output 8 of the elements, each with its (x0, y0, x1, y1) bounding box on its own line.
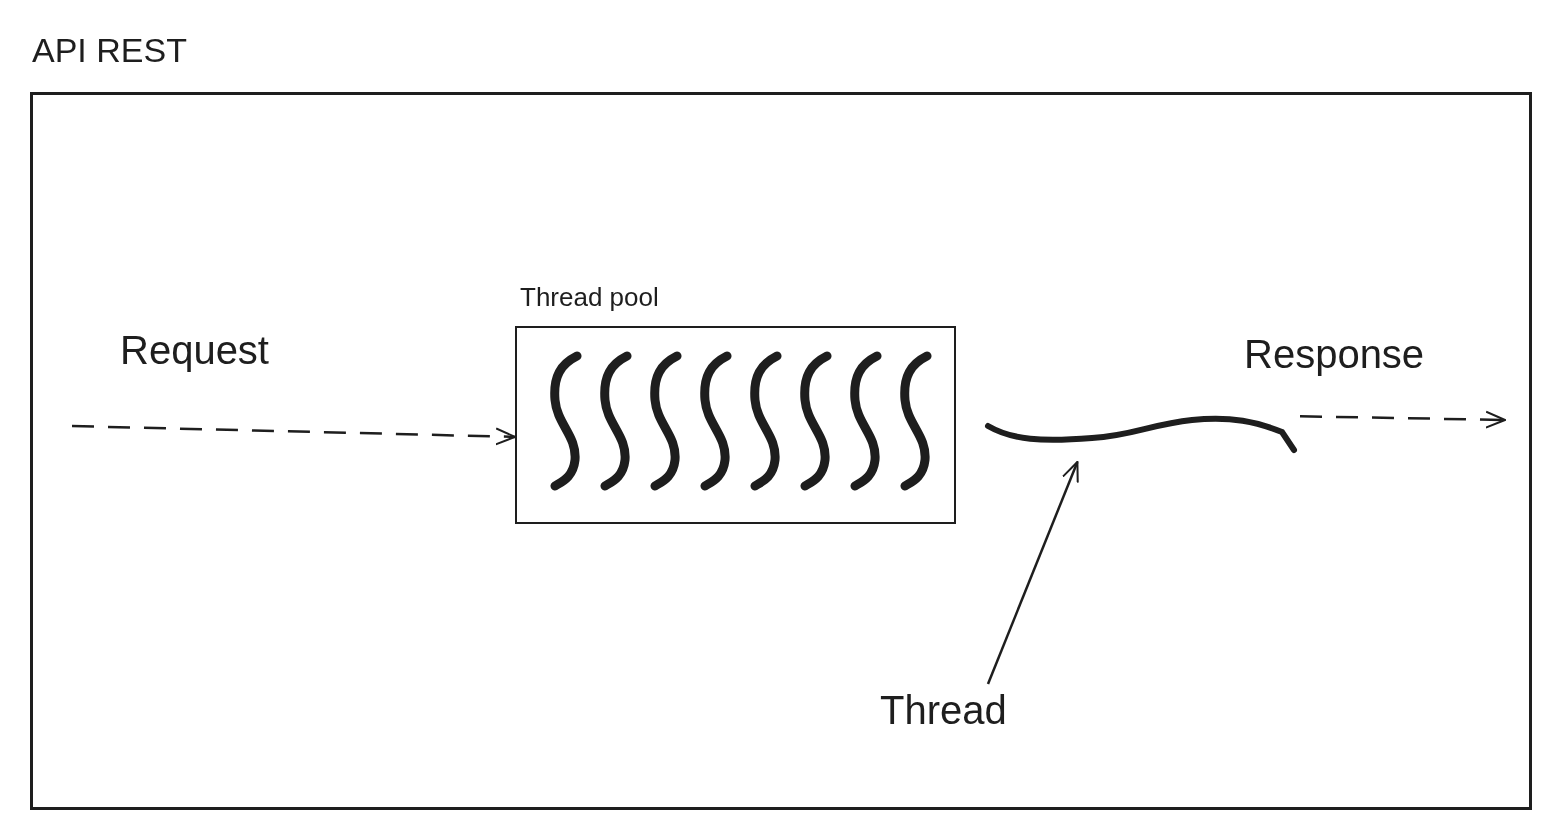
edge-label: Response (1244, 331, 1425, 378)
callout-label: Thread (880, 687, 1007, 734)
edge-label: Request (120, 327, 269, 374)
dashed-arrow (1299, 410, 1506, 429)
dashed-arrow (71, 424, 516, 446)
group-title: API REST (32, 30, 187, 71)
group-title: Thread pool (520, 282, 659, 314)
arrow (986, 461, 1079, 685)
